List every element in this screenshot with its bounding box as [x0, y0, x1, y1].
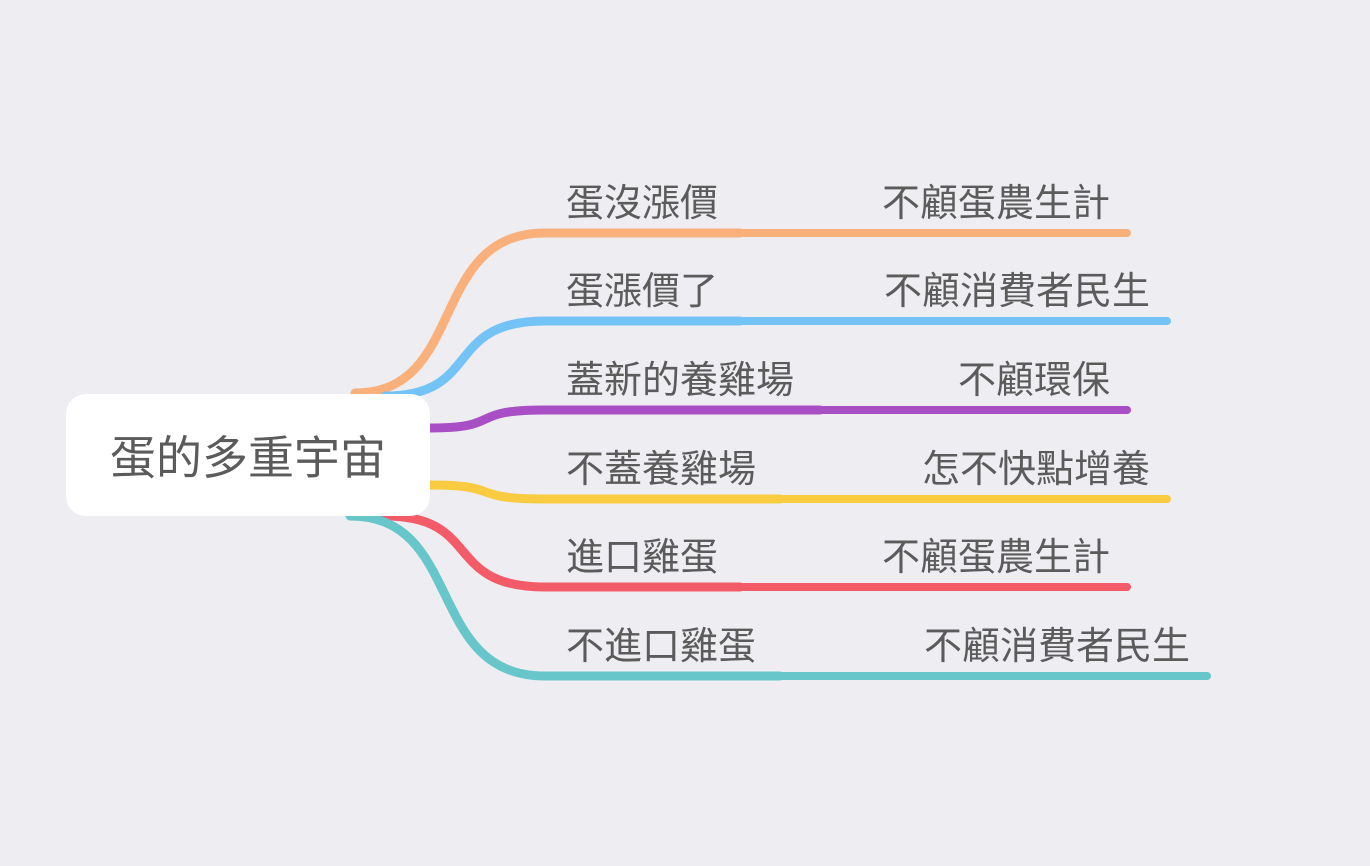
subtopic[interactable]: 不顧環保	[957, 358, 1110, 402]
branch-connector	[380, 316, 745, 401]
branch-connector	[425, 405, 825, 433]
branch-connector	[425, 480, 785, 504]
branch-topic[interactable]: 蓋新的養雞場	[566, 358, 795, 402]
central-topic-label: 蛋的多重宇宙	[110, 431, 386, 485]
subtopic[interactable]: 不顧蛋農生計	[881, 181, 1110, 225]
central-topic[interactable]: 蛋的多重宇宙	[66, 394, 430, 516]
branch-topic[interactable]: 蛋漲價了	[566, 269, 719, 313]
branch-connector	[350, 228, 745, 398]
branch-connector	[380, 511, 745, 592]
branch-connector	[345, 511, 785, 681]
subtopic[interactable]: 不顧消費者民生	[883, 269, 1150, 313]
subtopic[interactable]: 怎不快點增養	[921, 447, 1150, 491]
branch-topic[interactable]: 進口雞蛋	[566, 535, 719, 579]
branch-topic[interactable]: 不進口雞蛋	[566, 624, 757, 668]
branch-topic[interactable]: 蛋沒漲價	[566, 181, 719, 225]
subtopic[interactable]: 不顧蛋農生計	[881, 535, 1110, 579]
subtopic[interactable]: 不顧消費者民生	[923, 624, 1190, 668]
branch-topic[interactable]: 不蓋養雞場	[566, 447, 757, 491]
